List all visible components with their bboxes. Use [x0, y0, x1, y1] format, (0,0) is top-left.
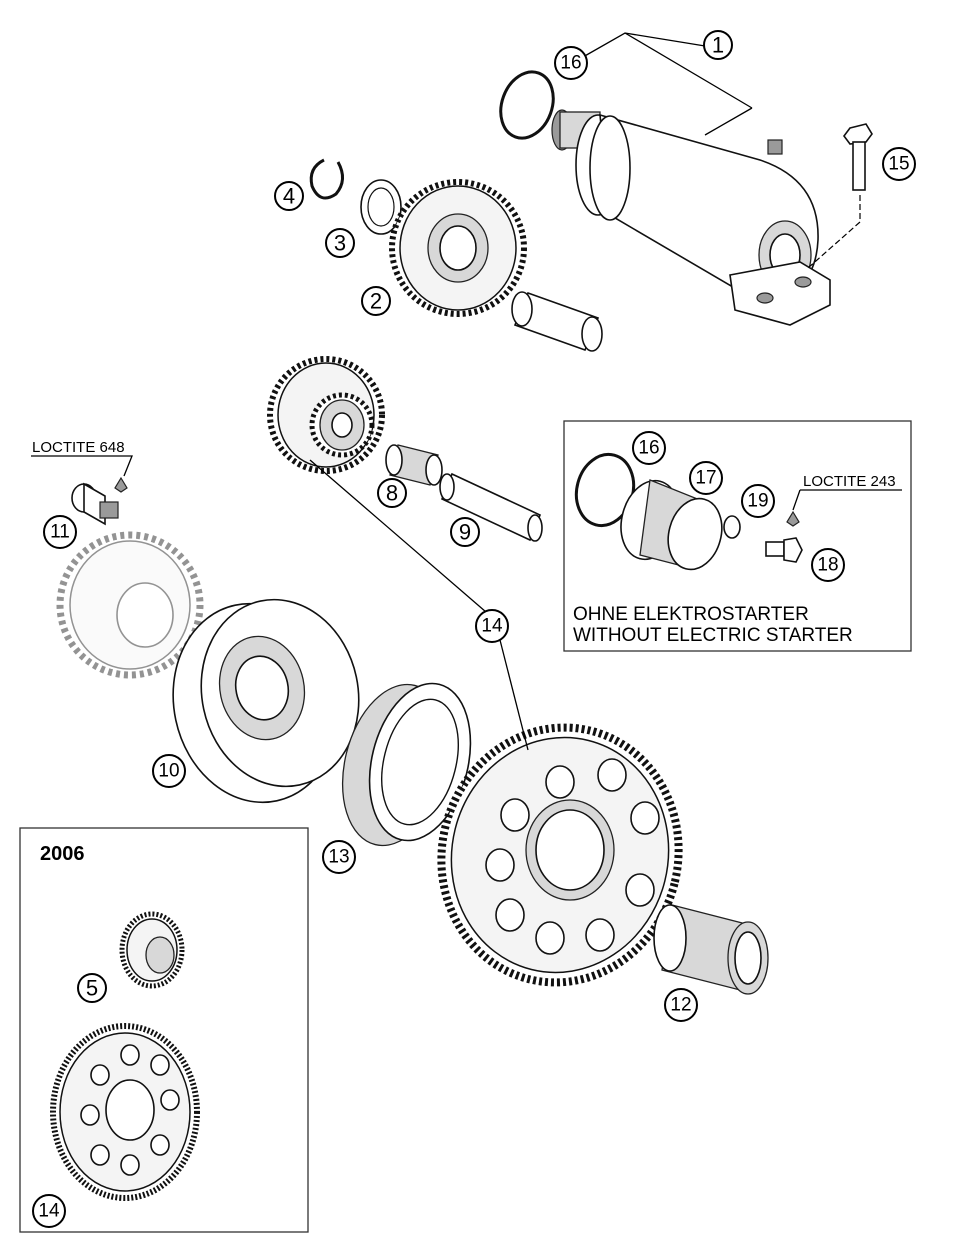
needle-bearing-8	[385, 444, 443, 486]
callout-2: 2	[361, 286, 391, 316]
callout-8: 8	[377, 478, 407, 508]
svg-text:5: 5	[86, 976, 98, 1001]
callout-5: 5	[77, 973, 107, 1003]
loctite-243-note: LOCTITE 243	[803, 473, 896, 490]
primary-gear-faded	[56, 531, 204, 679]
svg-text:4: 4	[283, 184, 295, 209]
svg-text:15: 15	[888, 154, 909, 175]
svg-text:10: 10	[158, 761, 179, 782]
svg-text:13: 13	[328, 847, 349, 868]
svg-text:1: 1	[712, 33, 724, 58]
loctite-648-note: LOCTITE 648	[32, 439, 125, 456]
loctite-drop-243	[786, 510, 800, 527]
leader-loctite-243-b	[792, 489, 801, 511]
inset-2006-box	[19, 827, 309, 1233]
svg-text:14: 14	[481, 616, 503, 637]
o-ring-top	[499, 70, 555, 140]
needle-bearing-12	[653, 904, 769, 995]
callout-10: 10	[152, 754, 186, 788]
callout-14-main: 14	[475, 609, 509, 643]
loctite-drop-648	[114, 476, 128, 493]
starter-gear-large	[437, 723, 683, 987]
inset-year-label: 2006	[40, 843, 85, 865]
washer-19	[723, 515, 741, 539]
svg-text:8: 8	[386, 481, 398, 506]
plug-17	[620, 479, 723, 571]
leader-1-a	[582, 32, 706, 58]
screw-11	[71, 482, 119, 526]
shaft-9	[439, 472, 543, 542]
callout-18: 18	[811, 548, 845, 582]
callout-3: 3	[325, 228, 355, 258]
callout-14-2006: 14	[32, 1194, 66, 1228]
callout-9: 9	[450, 517, 480, 547]
svg-text:16: 16	[560, 53, 581, 74]
inset-caption-de: OHNE ELEKTROSTARTER	[573, 604, 809, 625]
callout-11: 11	[43, 515, 77, 549]
intermediate-gear	[389, 179, 527, 317]
svg-text:9: 9	[459, 520, 471, 545]
flywheel-10	[172, 598, 360, 804]
bolt-dash-line	[807, 195, 861, 269]
double-gear-top	[267, 356, 385, 474]
svg-text:12: 12	[670, 995, 691, 1016]
callout-17: 17	[689, 461, 723, 495]
svg-text:18: 18	[817, 555, 838, 576]
washer-3-hole	[367, 187, 395, 227]
callout-19: 19	[741, 484, 775, 518]
inset-caption-en: WITHOUT ELECTRIC STARTER	[573, 625, 853, 646]
svg-text:16: 16	[638, 438, 659, 459]
freewheel-13	[341, 682, 472, 847]
callout-4: 4	[274, 181, 304, 211]
circlip	[309, 158, 344, 200]
bolt-18	[765, 537, 803, 563]
leader-14-a	[309, 459, 487, 613]
callout-12: 12	[664, 988, 698, 1022]
svg-text:19: 19	[747, 491, 768, 512]
bolt-15	[843, 123, 873, 191]
gear-shaft-sleeve	[511, 291, 603, 352]
double-gear-2006	[119, 911, 185, 989]
callout-13: 13	[322, 840, 356, 874]
svg-text:11: 11	[50, 522, 70, 543]
starter-gear-2006	[50, 1023, 200, 1201]
svg-text:14: 14	[38, 1201, 60, 1222]
callout-16-inset: 16	[632, 431, 666, 465]
svg-text:2: 2	[370, 289, 382, 314]
starter-motor	[551, 109, 831, 326]
leader-14-b	[499, 639, 529, 751]
callout-16-top: 16	[554, 46, 588, 80]
callout-1: 1	[703, 30, 733, 60]
leader-1-c	[704, 107, 753, 136]
svg-text:3: 3	[334, 231, 346, 256]
callout-15: 15	[882, 147, 916, 181]
svg-text:17: 17	[695, 468, 716, 489]
leader-loctite-648	[31, 455, 133, 477]
inset-no-electric-starter-box	[563, 420, 912, 652]
leader-1-b	[624, 32, 753, 109]
